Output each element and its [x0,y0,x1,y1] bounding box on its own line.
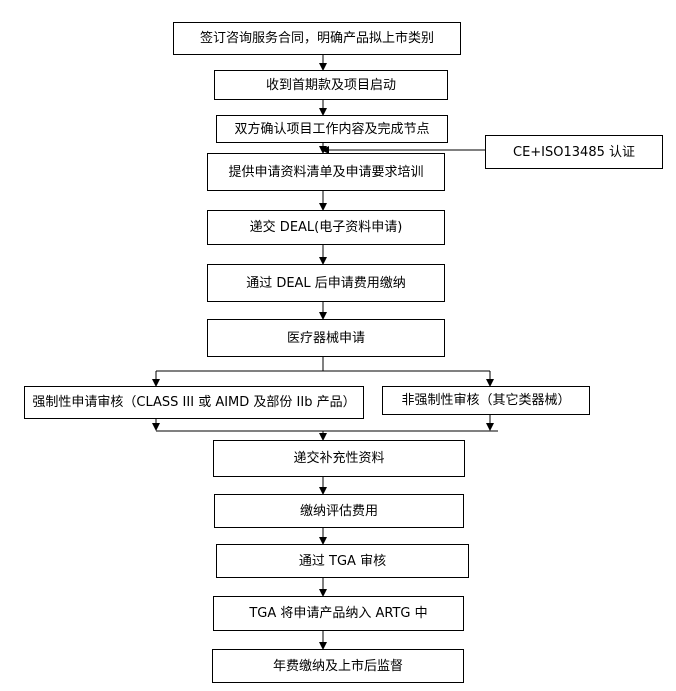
step-device-application: 医疗器械申请 [207,319,445,357]
side-ce-iso-certification: CE+ISO13485 认证 [485,135,663,169]
step-submit-deal: 递交 DEAL(电子资料申请) [207,210,445,245]
step-assessment-fee: 缴纳评估费用 [214,494,464,528]
branch-non-mandatory-review: 非强制性审核（其它类器械） [382,386,590,415]
step-annual-fee-surveillance: 年费缴纳及上市后监督 [212,649,464,683]
step-document-list-training: 提供申请资料清单及申请要求培训 [207,153,445,191]
step-sign-contract: 签订咨询服务合同，明确产品拟上市类别 [173,22,461,55]
branch-mandatory-review: 强制性申请审核（CLASS III 或 AIMD 及部份 IIb 产品） [24,386,364,419]
step-tga-approval: 通过 TGA 审核 [216,544,469,578]
step-supplementary-docs: 递交补充性资料 [213,440,465,477]
step-confirm-scope: 双方确认项目工作内容及完成节点 [216,115,448,143]
step-artg-inclusion: TGA 将申请产品纳入 ARTG 中 [213,596,464,631]
step-fee-payment: 通过 DEAL 后申请费用缴纳 [207,264,445,302]
step-payment-start: 收到首期款及项目启动 [214,70,448,100]
